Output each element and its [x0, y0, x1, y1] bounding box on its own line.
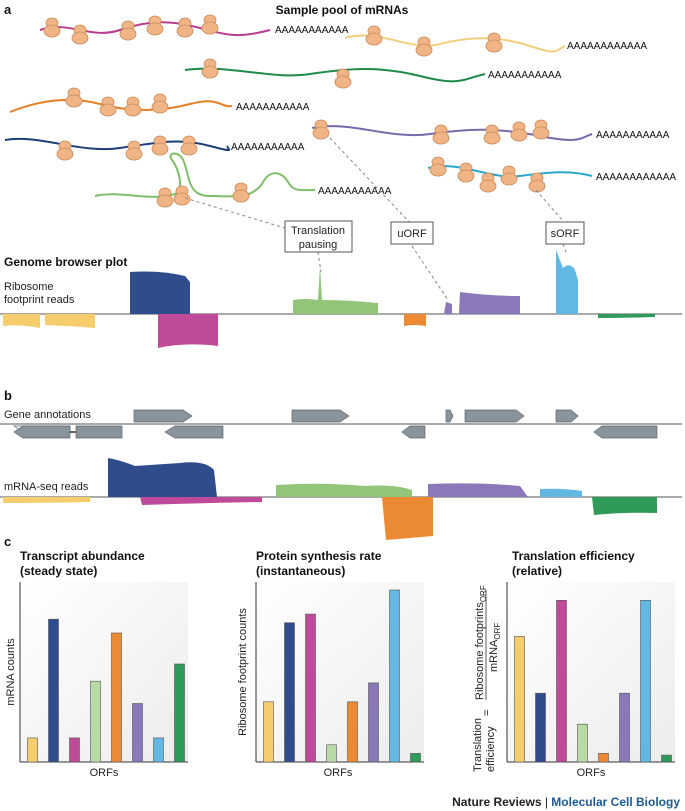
chart-3-ylabel: Translation efficiency = Ribosome footpr…	[472, 585, 502, 772]
bar-orf-6	[368, 682, 379, 763]
bar-orf-6	[132, 703, 143, 763]
genome-browser-title: Genome browser plot	[4, 255, 127, 269]
ribosome-track-reads	[3, 250, 655, 348]
bar-orf-2	[535, 692, 546, 763]
chart-1-title-1: Transcript abundance	[20, 549, 145, 563]
callout-uorf-text: uORF	[397, 228, 427, 240]
gene-arrow-right	[555, 409, 579, 423]
bar-orf-8	[410, 753, 421, 763]
callout-line-1: Translation	[291, 225, 345, 237]
chart-1-bars	[27, 618, 185, 763]
panel-c-letter: c	[4, 534, 11, 549]
panel-a-title: Sample pool of mRNAs	[276, 3, 409, 17]
chart-3-ylabel-eq: =	[481, 710, 493, 716]
gene-arrow-right	[291, 409, 350, 423]
bar-orf-6	[619, 692, 630, 763]
bar-orf-4	[577, 723, 588, 763]
gene-arrow-right	[445, 409, 454, 423]
mrna-seq-reads	[3, 458, 657, 540]
chart-3-ylabel-den: mRNAORF	[488, 623, 502, 672]
chart-3-ylabel-prefix2: efficiency	[485, 726, 497, 772]
bar-orf-7	[389, 589, 400, 763]
mrna-green: AAAAAAAAAAA	[184, 58, 562, 89]
bar-orf-1	[27, 737, 38, 763]
bar-orf-8	[661, 754, 672, 763]
chart-1-title-2: (steady state)	[20, 564, 97, 578]
polya-tail: AAAAAAAAAAAA	[596, 172, 676, 183]
mrna-magenta: AAAAAAAAAAA	[39, 14, 349, 45]
chart-2-title-1: Protein synthesis rate	[256, 549, 382, 563]
chart-2-ylabel: Ribosome footprint counts	[237, 608, 249, 736]
bar-orf-4	[326, 744, 337, 763]
ribosome-track-label-2: footprint reads	[4, 294, 75, 306]
bar-orf-7	[153, 737, 164, 763]
chart-3-ylabel-num: Ribosome footprintsORF	[474, 585, 488, 700]
bar-orf-7	[640, 599, 651, 763]
chart-3-bars	[514, 599, 672, 763]
chart-2-title-2: (instantaneous)	[256, 564, 345, 578]
chart-3-xlabel: ORFs	[577, 767, 606, 779]
bar-orf-5	[598, 753, 609, 763]
bar-orf-5	[111, 632, 122, 763]
chart-3-ylabel-prefix: Translation	[472, 718, 484, 772]
chart-1-ylabel: mRNA counts	[5, 638, 17, 706]
bar-orf-2	[48, 618, 59, 763]
mrna-lightgreen: AAAAAAAAAAA	[94, 152, 392, 208]
polya-tail: AAAAAAAAAAA	[596, 130, 670, 141]
ribosome-track-label-1: Ribosome	[4, 281, 54, 293]
polya-tail: AAAAAAAAAAA	[488, 70, 562, 81]
gene-arrow-left	[401, 425, 426, 439]
chart-2-xlabel: ORFs	[324, 767, 353, 779]
bar-orf-4	[90, 680, 101, 763]
mrna-seq-label: mRNA-seq reads	[4, 481, 89, 493]
chart-3: Translation efficiency (relative) Transl…	[472, 549, 675, 779]
mrna-yellow: AAAAAAAAAAAA	[344, 25, 647, 57]
polya-tail: AAAAAAAAAAA	[275, 25, 349, 36]
polya-tail: AAAAAAAAAAAA	[567, 41, 647, 52]
chart-3-title-1: Translation efficiency	[512, 549, 635, 563]
mrna-cyan: AAAAAAAAAAAA	[427, 156, 676, 193]
gene-arrows	[12, 409, 658, 439]
gene-arrow-left	[13, 425, 71, 439]
gene-arrow-right	[464, 409, 525, 423]
chart-1-xlabel: ORFs	[90, 767, 119, 779]
polya-tail: AAAAAAAAAAA	[231, 142, 305, 153]
chart-1: Transcript abundance (steady state) mRNA…	[5, 549, 188, 779]
callout-uorf: uORF	[390, 221, 434, 245]
callout-line-2: pausing	[299, 239, 338, 251]
mrna-navy: AAAAAAAAAAA	[4, 135, 305, 161]
gene-annotations-label: Gene annotations	[4, 409, 91, 421]
bar-orf-8	[174, 663, 185, 763]
callout-translation-pausing: Translation pausing	[284, 220, 353, 253]
bar-orf-1	[263, 701, 274, 763]
bar-orf-3	[305, 613, 316, 763]
chart-2: Protein synthesis rate (instantaneous) R…	[237, 549, 424, 779]
polya-tail: AAAAAAAAAAA	[236, 102, 310, 113]
gene-arrow-left	[75, 425, 123, 439]
mrna-purple: AAAAAAAAAAA	[311, 119, 670, 145]
chart-1-plot-bg	[20, 582, 188, 762]
chart-3-title-2: (relative)	[512, 564, 562, 578]
gene-arrow-left	[593, 425, 658, 439]
polya-tail: AAAAAAAAAAA	[318, 186, 392, 197]
bar-orf-3	[556, 599, 567, 763]
bar-orf-1	[514, 636, 525, 763]
callout-connectors	[184, 137, 567, 301]
callout-sorf: sORF	[545, 221, 585, 245]
panel-b-letter: b	[4, 388, 12, 403]
footer-credit: Nature Reviews | Molecular Cell Biology	[452, 795, 680, 809]
gene-arrow-left	[164, 425, 224, 439]
gene-arrow-right	[133, 409, 193, 423]
chart-2-bars	[263, 589, 421, 763]
bar-orf-5	[347, 701, 358, 763]
bar-orf-3	[69, 737, 80, 763]
panel-a-letter: a	[4, 2, 12, 17]
bar-orf-2	[284, 622, 295, 763]
callout-sorf-text: sORF	[551, 228, 580, 240]
mrna-orange: AAAAAAAAAAA	[9, 87, 310, 117]
